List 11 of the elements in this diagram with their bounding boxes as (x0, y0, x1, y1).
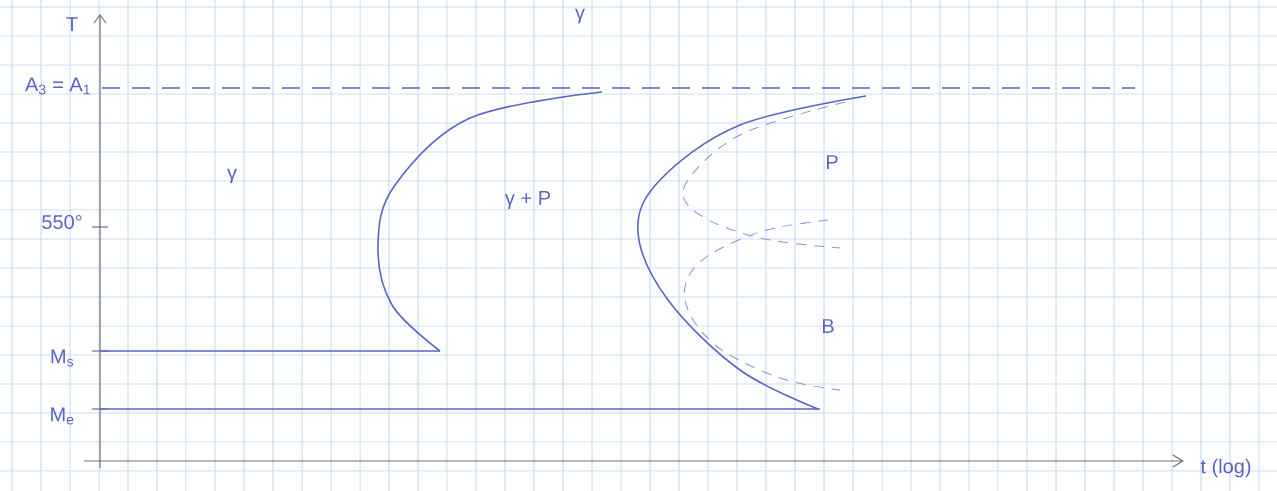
axis-label: B (823, 319, 834, 333)
axis-label: T (66, 17, 78, 31)
axis-label: M$_{s}$ (51, 349, 74, 367)
axis-label: A$_{3}$ = A$_{1}$ (25, 77, 90, 95)
axis-label: γ (575, 8, 585, 24)
axis-label: P (827, 155, 838, 169)
axis-label: γ (227, 168, 237, 184)
axis-label: 550° (42, 214, 82, 230)
axis-label: M$_{e}$ (51, 407, 74, 425)
axis-label: γ + P (505, 191, 550, 209)
axis-label: t (log) (1200, 458, 1251, 478)
